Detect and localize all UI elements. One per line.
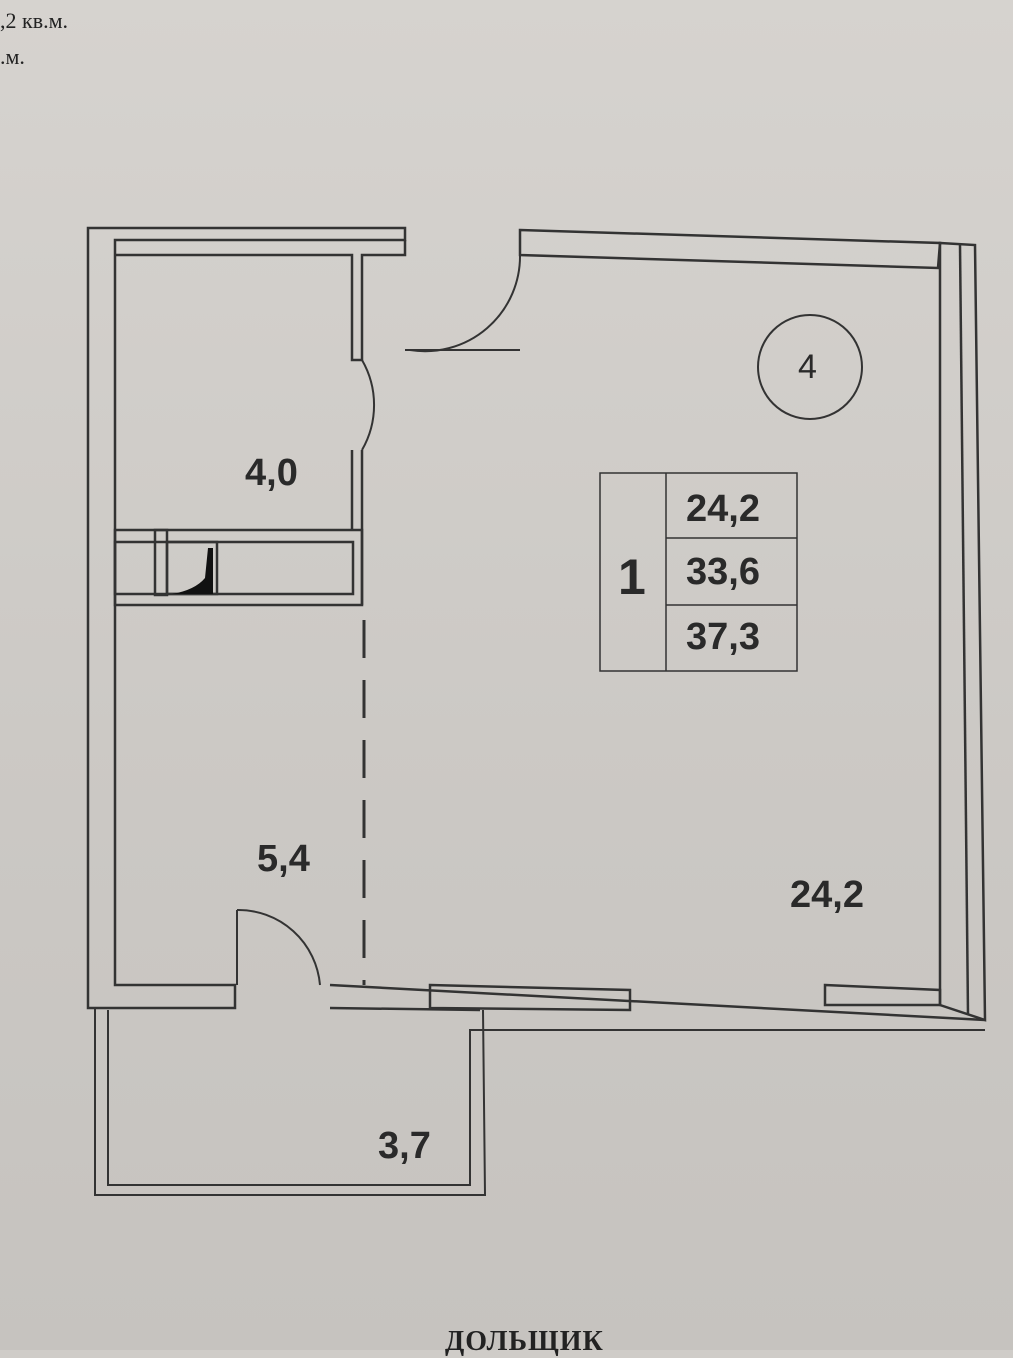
entrance-door [405, 254, 522, 353]
balcony [94, 1008, 985, 1196]
rooms-count: 1 [618, 549, 646, 605]
bathroom-door [361, 359, 376, 451]
header-area-line-2: .м. [0, 44, 25, 69]
room-hallway-area: 5,4 [257, 838, 310, 880]
signature-label: ДОЛЬЩИК [445, 1326, 604, 1357]
room-bathroom-area: 4,0 [245, 452, 298, 494]
total-with-balcony-value: 37,3 [686, 616, 760, 658]
summary-table [599, 472, 798, 672]
room-living-area: 24,2 [790, 874, 864, 916]
top-wall-right [518, 228, 942, 270]
room-balcony-area: 3,7 [378, 1125, 431, 1167]
apartment-number: 4 [798, 348, 817, 386]
header-area-line-1: ,2 кв.м. [0, 8, 68, 33]
right-wall [938, 241, 987, 1022]
balcony-door [236, 908, 321, 986]
outer-wall [86, 226, 407, 1010]
living-area-value: 24,2 [686, 488, 760, 530]
right-wall-window [958, 244, 970, 1016]
stove-icon [172, 548, 213, 594]
bottom-wall [329, 983, 986, 1022]
total-area-value: 33,6 [686, 551, 760, 593]
outer-wall-inner [115, 240, 407, 362]
apartment-number-circle [757, 314, 863, 420]
